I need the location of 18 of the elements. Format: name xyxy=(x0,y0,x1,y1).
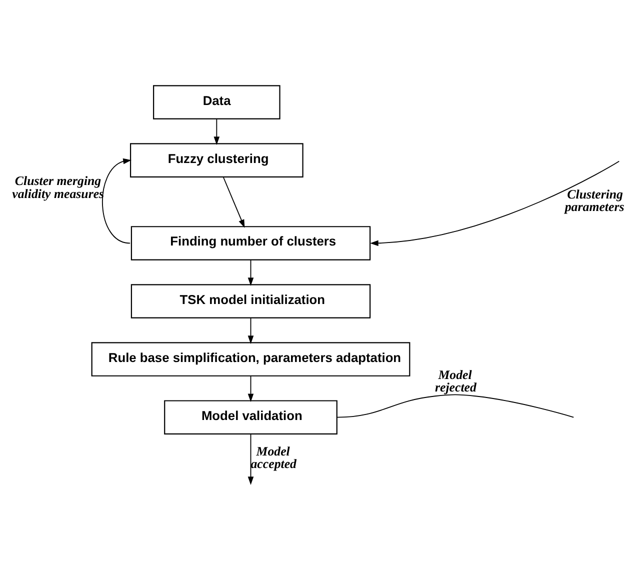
node-box: Model validation xyxy=(164,400,338,434)
arrow xyxy=(248,376,254,402)
node-box: TSK model initialization xyxy=(130,284,371,318)
edge-label: Model accepted xyxy=(250,444,296,472)
edge-label: Model rejected xyxy=(434,368,476,395)
arrow xyxy=(248,318,254,344)
connector xyxy=(336,394,574,418)
arrow xyxy=(102,158,132,244)
arrow xyxy=(248,260,254,286)
arrow xyxy=(214,118,220,145)
node-box: Fuzzy clustering xyxy=(130,143,304,178)
edge-label: Clustering parameters xyxy=(564,187,624,214)
node-box: Finding number of clusters xyxy=(130,226,371,260)
arrow xyxy=(248,434,254,485)
arrow xyxy=(370,160,620,246)
arrow xyxy=(222,176,245,228)
node-box: Rule base simplification, parameters adaptation xyxy=(91,342,410,376)
node-box: Data xyxy=(153,85,280,120)
